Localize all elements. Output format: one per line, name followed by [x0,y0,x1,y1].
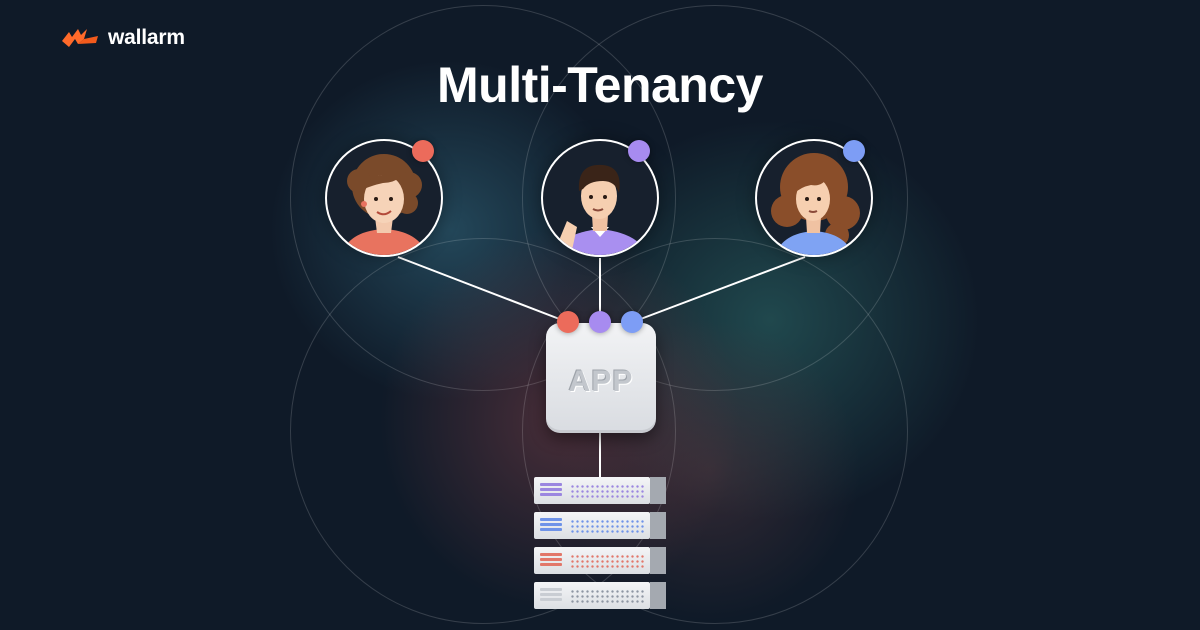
background-ring-bottom-right [522,238,908,624]
server-leds [570,484,646,498]
link-tenant-1-app [397,256,563,321]
server-leds [570,589,646,603]
server-unit-3 [534,547,666,574]
wallarm-wordmark: wallarm [108,26,185,49]
tenant-3-indicator-dot [843,140,865,162]
woman-long-hair-avatar-icon [771,153,860,255]
tenant-1-indicator-dot [412,140,434,162]
link-tenant-3-app [637,256,806,321]
wallarm-logo[interactable]: wallarm [60,26,185,50]
server-unit-4 [534,582,666,609]
server-leds [570,554,646,568]
page-title: Multi-Tenancy [437,57,763,113]
app-tenant-1-dot [557,311,579,333]
app-tenant-3-dot [621,311,643,333]
server-unit-2 [534,512,666,539]
server-unit-1 [534,477,666,504]
app-label: APP [568,365,634,398]
woman-curly-avatar-icon [341,154,427,255]
tenant-2-indicator-dot [628,140,650,162]
server-leds [570,519,646,533]
wallarm-logo-icon [62,29,98,47]
app-box: APP [546,323,656,433]
tenant-3-avatar [755,139,873,257]
app-tenant-2-dot [589,311,611,333]
